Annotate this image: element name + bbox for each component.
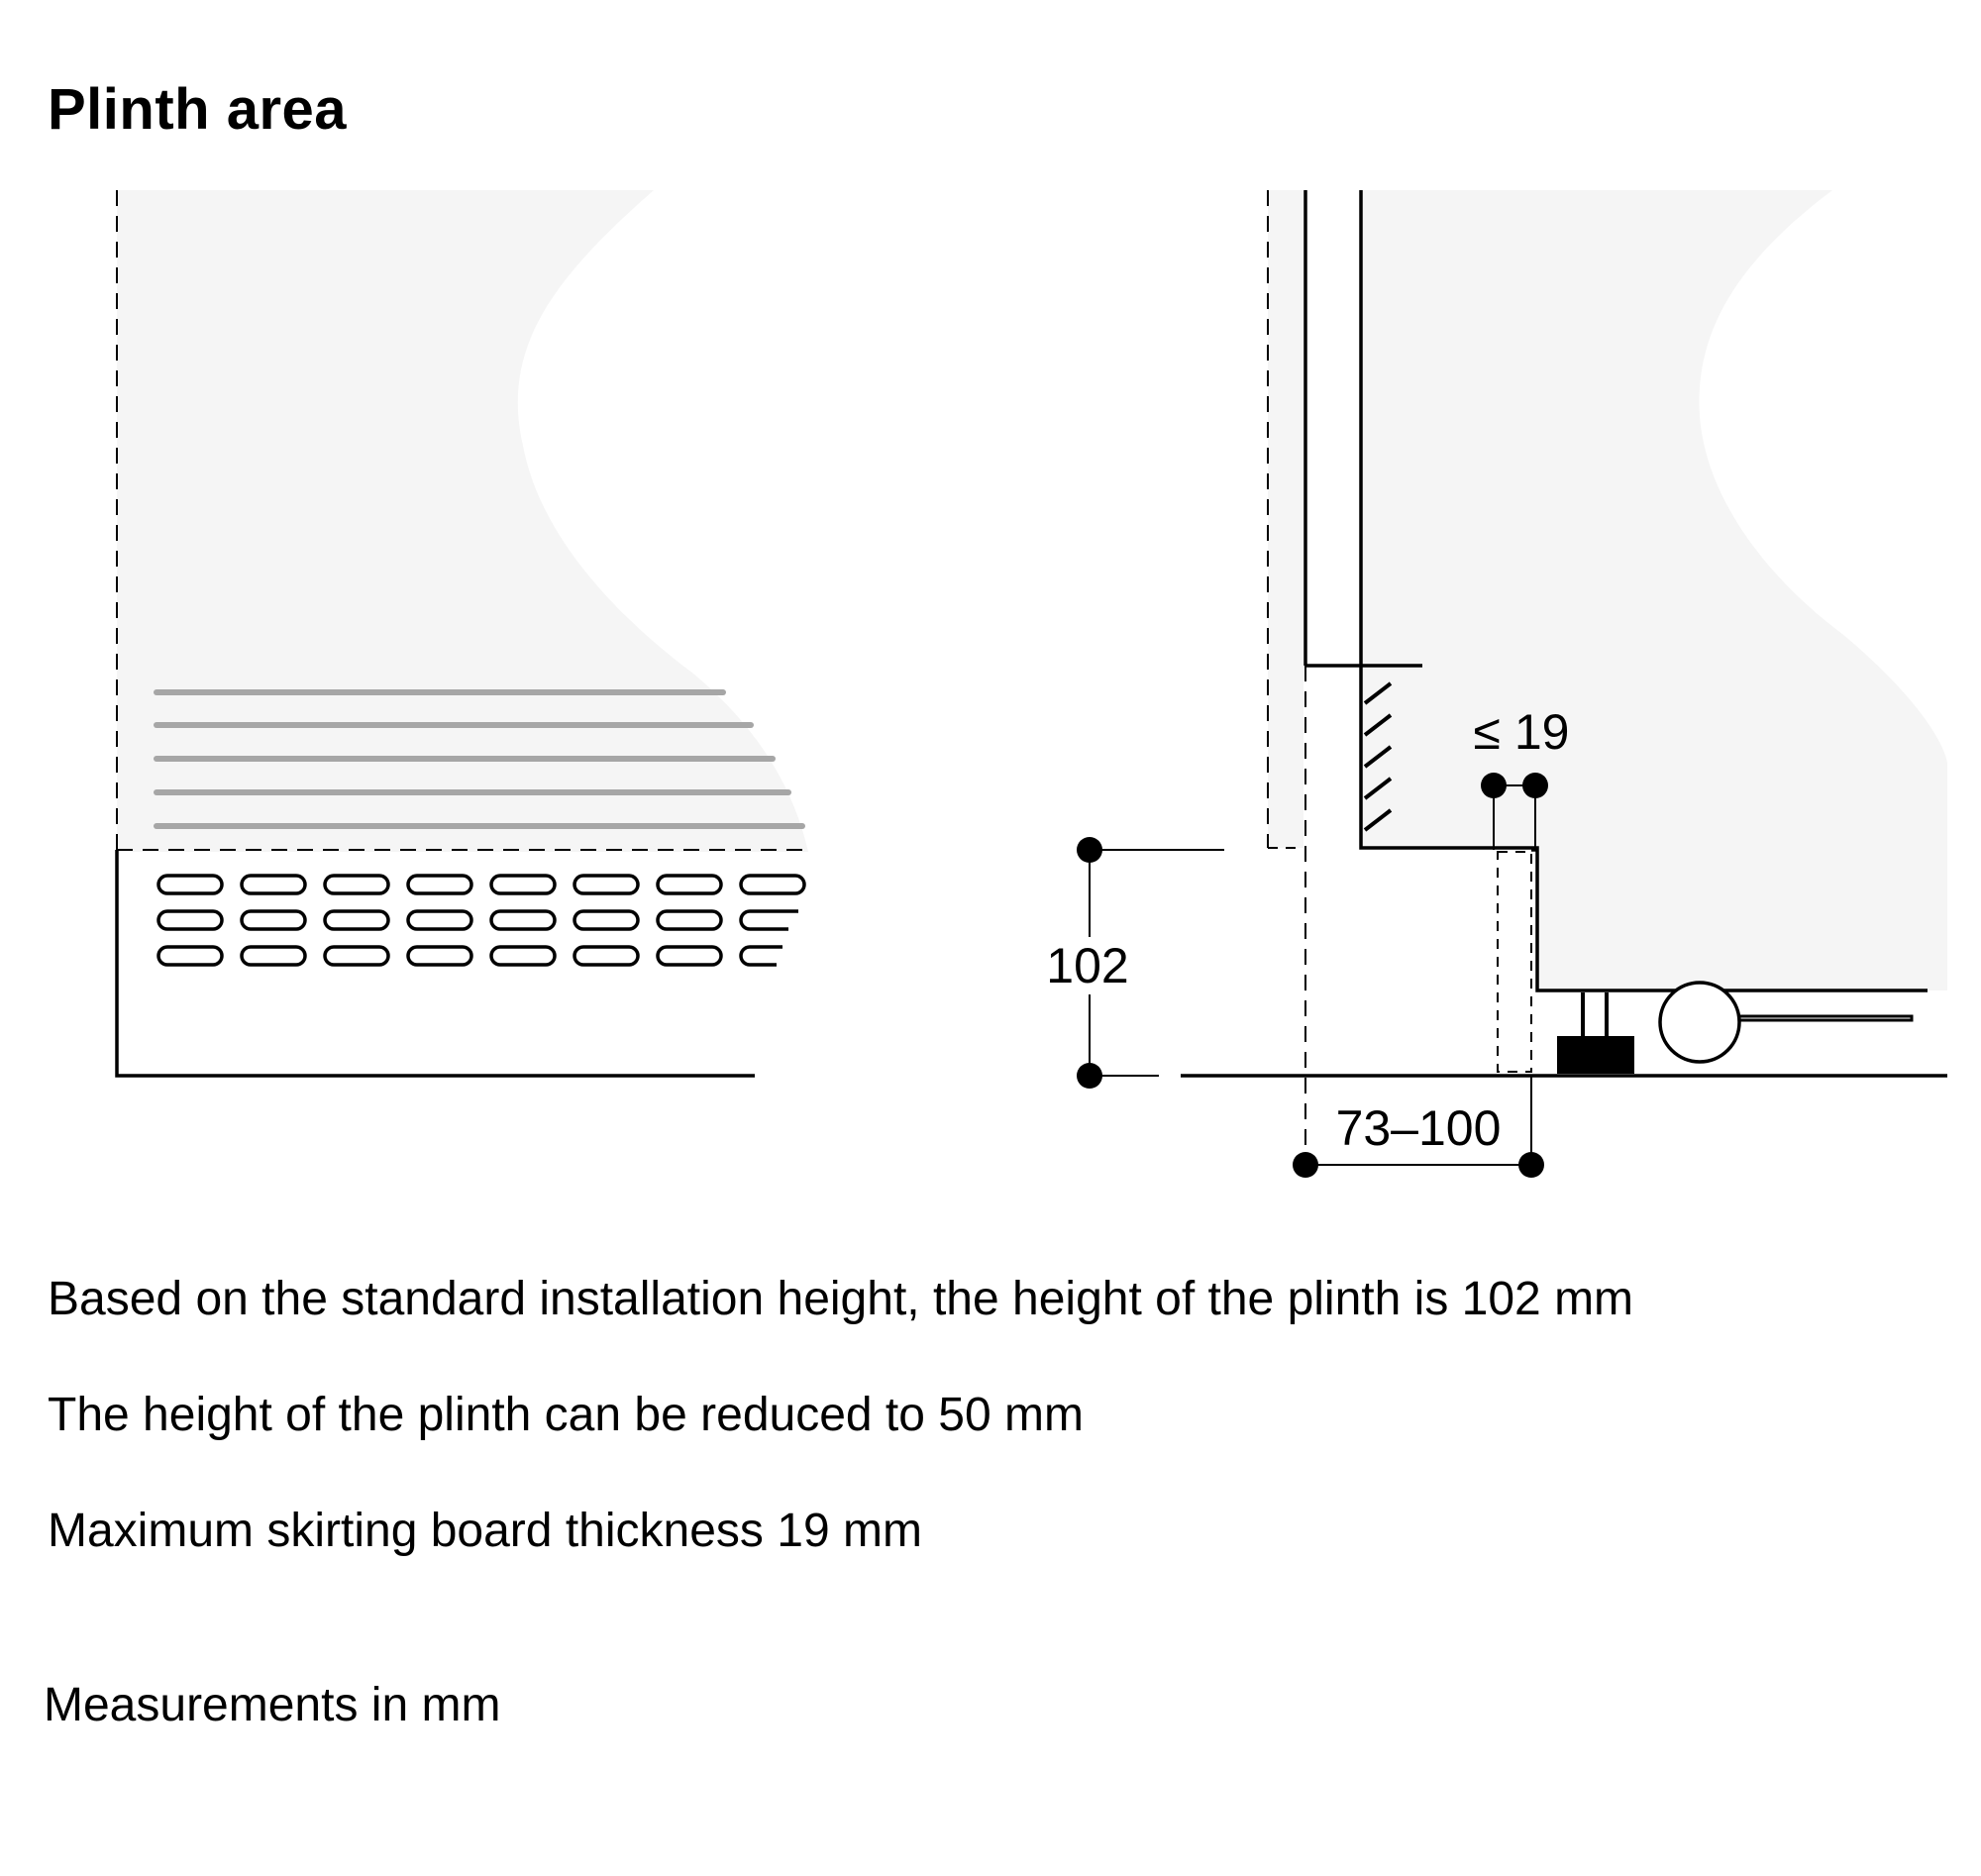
side-panel-fill bbox=[1268, 190, 1303, 848]
note-skirting-thickness: Maximum skirting board thickness 19 mm bbox=[48, 1505, 922, 1557]
side-foot bbox=[1557, 992, 1634, 1074]
side-hatching bbox=[1363, 681, 1393, 832]
side-skirting-board bbox=[1497, 851, 1532, 1073]
side-wheel bbox=[1658, 981, 1914, 1064]
front-view bbox=[115, 190, 808, 1078]
dimension-label-depth: 73–100 bbox=[1336, 1100, 1502, 1156]
dimension-label-102: 102 bbox=[1046, 938, 1128, 993]
note-reduced-height: The height of the plinth can be reduced … bbox=[48, 1389, 1084, 1441]
side-view bbox=[1181, 190, 1947, 1159]
front-stripes bbox=[154, 689, 805, 829]
side-door-outline bbox=[1359, 190, 1533, 850]
front-vent-slots bbox=[156, 874, 806, 967]
dimension-label-skirting: ≤ 19 bbox=[1474, 704, 1570, 760]
side-appliance-body bbox=[1361, 190, 1947, 990]
front-appliance-body bbox=[117, 190, 808, 852]
dimension-skirting bbox=[1481, 773, 1548, 850]
dimension-102 bbox=[1077, 837, 1224, 1089]
measurements-footnote: Measurements in mm bbox=[44, 1679, 501, 1731]
dimension-depth bbox=[1293, 1076, 1544, 1178]
page-title: Plinth area bbox=[48, 77, 348, 142]
front-plinth-outline bbox=[115, 850, 755, 1078]
note-standard-height: Based on the standard installation heigh… bbox=[48, 1273, 1634, 1325]
